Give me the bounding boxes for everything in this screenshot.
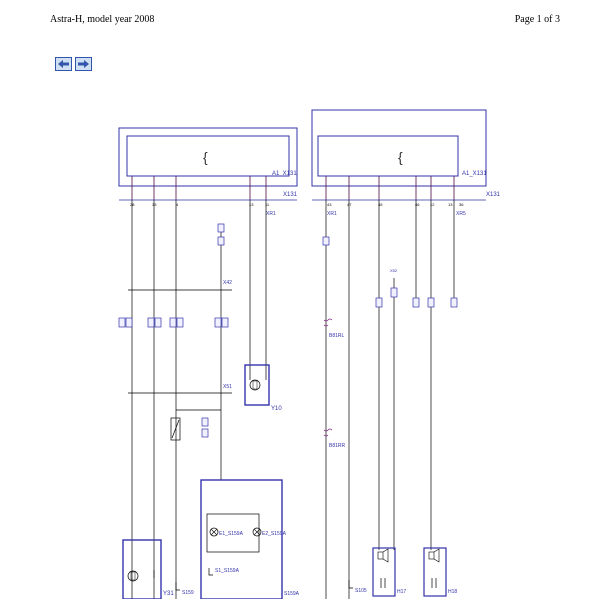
s159a-module: E1_S159A E2_S159A S1_S159A S159A	[200, 479, 300, 599]
right-control-unit: { A1_X131 X131	[311, 109, 501, 201]
h17-label: H17	[397, 589, 406, 595]
s105-label: S105	[355, 588, 367, 594]
left-pin-3: 4	[176, 202, 179, 207]
right-pin-4: 46	[415, 202, 420, 207]
left-unit-connector-label: A1_X131	[272, 171, 297, 177]
h18-speaker: H18	[423, 547, 457, 597]
y31-label: Y31	[163, 591, 174, 597]
left-pin-2: 33	[152, 202, 157, 207]
page-indicator: Page 1 of 3	[514, 14, 560, 25]
right-wires	[325, 176, 455, 599]
right-pin-6: 13	[448, 202, 453, 207]
right-pin-3: 45	[378, 202, 383, 207]
left-wires	[131, 176, 267, 599]
s159a-label: S159A	[284, 591, 300, 597]
right-unit-bracket: {	[398, 149, 403, 165]
xr1-left-label: XR1	[266, 211, 276, 217]
right-pin-5: 12	[430, 202, 435, 207]
e1-label: E1_S159A	[219, 531, 244, 537]
arrow-left-icon	[58, 60, 69, 68]
document-title: Astra-H, model year 2008	[50, 14, 155, 25]
left-pin-4: 13	[249, 202, 254, 207]
y10-label: Y10	[271, 406, 282, 412]
x42-label: X42	[223, 280, 232, 286]
s159-label: S159	[182, 590, 194, 596]
xr5-label: XR5	[456, 211, 466, 217]
e2-label: E2_S159A	[262, 531, 287, 537]
right-pin-1: 43	[327, 202, 332, 207]
right-unit-side-label: X131	[486, 192, 501, 198]
y10-component: Y10	[244, 364, 282, 412]
s1-label: S1_S159A	[215, 568, 240, 574]
back-button[interactable]	[55, 57, 72, 71]
x52-label: X52	[390, 268, 398, 273]
xr1-right-label: XR1	[327, 211, 337, 217]
left-unit-side-label: X131	[283, 192, 298, 198]
b81rr-label: B81RR	[329, 443, 346, 449]
left-plug-boxes	[118, 223, 229, 438]
left-pin-5: 11	[265, 202, 270, 207]
right-pin-7: 36	[459, 202, 464, 207]
right-plug-boxes	[322, 236, 458, 308]
left-control-unit: { A1_X131 X131	[118, 127, 298, 201]
right-unit-connector-label: A1_X131	[462, 171, 487, 177]
left-pin-1: 28	[130, 202, 135, 207]
b81rl-label: B81RL	[329, 333, 345, 339]
forward-button[interactable]	[75, 57, 92, 71]
h18-label: H18	[448, 589, 457, 595]
x51-label: X51	[223, 384, 232, 390]
arrow-right-icon	[78, 60, 89, 68]
h17-speaker: H17	[372, 547, 406, 597]
right-pin-2: 47	[347, 202, 352, 207]
y31-component: Y31	[122, 539, 174, 599]
left-unit-bracket: {	[203, 149, 208, 165]
